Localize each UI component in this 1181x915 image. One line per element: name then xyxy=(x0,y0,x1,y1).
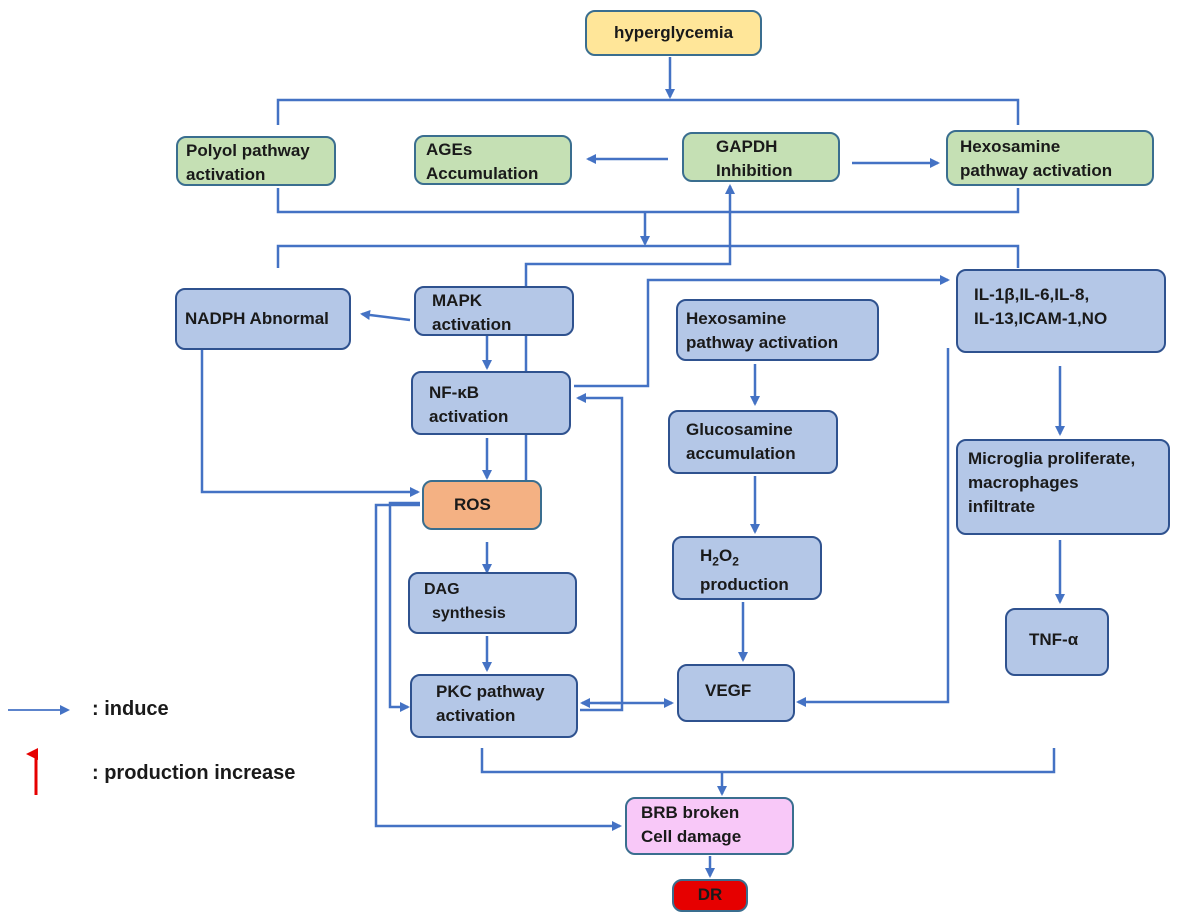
node-glucosamine: Glucosamine accumulation xyxy=(668,410,838,474)
node-pkc-line1: PKC pathway xyxy=(436,682,545,701)
lower-bracket xyxy=(276,244,1020,268)
node-hexosamine-mid: Hexosamine pathway activation xyxy=(676,299,879,361)
node-hexosamine-top-line1: Hexosamine xyxy=(960,137,1061,156)
node-brb: BRB broken Cell damage xyxy=(625,797,794,855)
edge-pkc-nfkb xyxy=(576,393,624,712)
edge-nfkb-cytokines xyxy=(574,275,950,388)
node-pkc-line2: activation xyxy=(436,706,516,725)
node-hyperglycemia-label: hyperglycemia xyxy=(613,23,734,42)
node-h2o2-line1: H2O2 xyxy=(700,546,739,569)
node-tnf: TNF-α xyxy=(1005,608,1109,676)
node-ages-line2: Accumulation xyxy=(426,164,539,183)
node-nfkb-line1: NF-κB xyxy=(429,383,480,402)
node-hexosamine-mid-line1: Hexosamine xyxy=(686,309,787,328)
node-hexosamine-mid-line2: pathway activation xyxy=(686,333,839,352)
node-h2o2: H2O2 production xyxy=(672,536,822,600)
node-polyol: Polyol pathway activation xyxy=(176,136,336,186)
node-brb-line2: Cell damage xyxy=(641,827,742,846)
node-cytokines-line2: IL-13,ICAM-1,NO xyxy=(974,309,1108,328)
node-vegf: VEGF xyxy=(677,664,795,722)
node-polyol-line1: Polyol pathway xyxy=(186,141,310,160)
edge-mapk-nadph xyxy=(360,310,411,322)
node-dag-line1: DAG xyxy=(424,581,460,598)
node-tnf-label: TNF-α xyxy=(1029,630,1079,649)
node-vegf-label: VEGF xyxy=(705,681,752,700)
node-gapdh-line1: GAPDH xyxy=(716,137,778,156)
node-microglia-line2: macrophages xyxy=(968,473,1079,492)
node-dag-line2: synthesis xyxy=(432,605,506,622)
bottom-bracket xyxy=(480,748,1056,774)
mid-bracket xyxy=(276,188,1020,214)
node-dr-label: DR xyxy=(697,885,723,904)
node-pkc: PKC pathway activation xyxy=(410,674,578,738)
node-glucosamine-line1: Glucosamine xyxy=(686,420,793,439)
node-nfkb-line2: activation xyxy=(429,407,509,426)
edge-ros-brb xyxy=(374,503,622,831)
node-hexosamine-top: Hexosamine pathway activation xyxy=(946,130,1154,186)
node-nadph-label: NADPH Abnormal xyxy=(185,309,329,328)
node-h2o2-line2: production xyxy=(700,575,789,595)
node-microglia-line1: Microglia proliferate, xyxy=(968,449,1136,468)
node-glucosamine-line2: accumulation xyxy=(686,444,796,463)
node-gapdh: GAPDH Inhibition xyxy=(682,132,840,182)
node-ages: AGEs Accumulation xyxy=(414,135,572,185)
edge-nadph-ros xyxy=(200,350,420,497)
node-mapk: MAPK activation xyxy=(414,286,574,336)
node-polyol-line2: activation xyxy=(186,165,266,184)
node-microglia: Microglia proliferate, macrophages infil… xyxy=(956,439,1170,535)
node-ros-label: ROS xyxy=(454,495,491,514)
node-nfkb: NF-κB activation xyxy=(411,371,571,435)
node-gapdh-line2: Inhibition xyxy=(716,161,793,180)
node-cytokines-line1: IL-1β,IL-6,IL-8, xyxy=(974,285,1090,304)
node-nadph: NADPH Abnormal xyxy=(175,288,351,350)
legend-induce: : induce xyxy=(92,698,169,720)
legend-production-increase: : production increase xyxy=(92,762,296,784)
node-hyperglycemia: hyperglycemia xyxy=(585,10,762,56)
node-dag: DAG synthesis xyxy=(408,572,577,634)
node-mapk-line1: MAPK xyxy=(432,291,483,310)
node-brb-line1: BRB broken xyxy=(641,803,740,822)
node-microglia-line3: infiltrate xyxy=(968,497,1036,516)
node-mapk-line2: activation xyxy=(432,315,512,334)
node-ages-line1: AGEs xyxy=(426,140,473,159)
edge-cytokines-vegf xyxy=(796,348,950,707)
node-dr: DR xyxy=(672,879,748,912)
node-hexosamine-top-line2: pathway activation xyxy=(960,161,1113,180)
top-bracket xyxy=(276,98,1020,125)
node-ros: ROS xyxy=(422,480,542,530)
edge-ros-pkc xyxy=(388,501,420,712)
node-cytokines: IL-1β,IL-6,IL-8, IL-13,ICAM-1,NO xyxy=(956,269,1166,353)
